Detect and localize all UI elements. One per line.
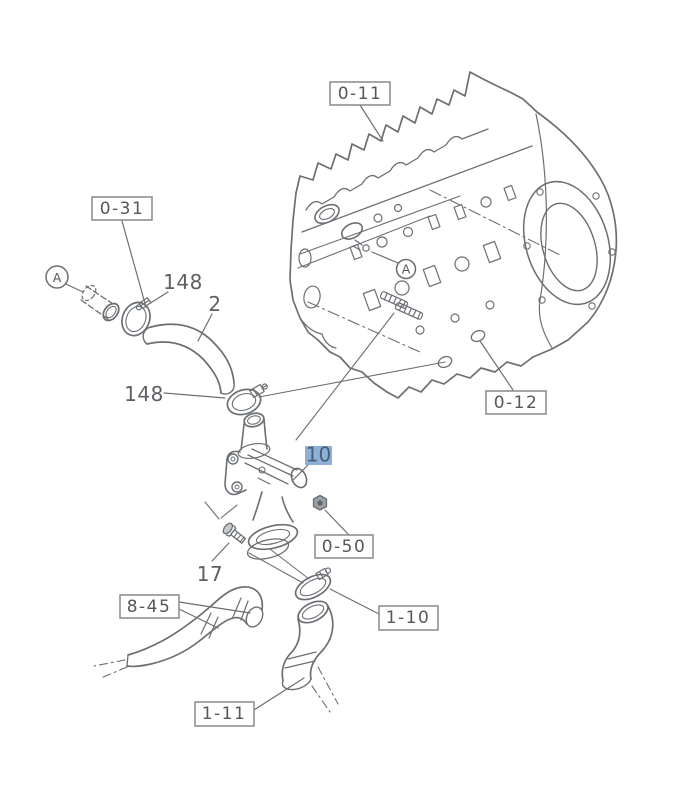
view-marker-a-left-label: A	[53, 270, 62, 285]
engine-block-art	[289, 71, 618, 399]
nut-art	[312, 494, 328, 511]
selected-part-number[interactable]: 10	[305, 443, 332, 467]
ref-box-8-45-label: 8-45	[127, 597, 172, 617]
part-number-bolt[interactable]: 17	[197, 562, 223, 586]
part-numbers: 148 2 148 17 10	[124, 270, 332, 586]
ref-box-0-50-label: 0-50	[322, 537, 367, 557]
bolt-art	[222, 522, 247, 544]
ref-box-1-11[interactable]: 1-11	[194, 701, 255, 727]
assembly-connection-lines	[258, 312, 446, 441]
hose-clamp-lower-art	[248, 548, 332, 601]
hose-clamp-middle-art	[226, 383, 268, 416]
heater-hose-art	[93, 586, 264, 679]
ref-box-8-45[interactable]: 8-45	[119, 594, 180, 619]
view-marker-a-left: A	[45, 265, 69, 289]
part-number-clamp-middle[interactable]: 148	[124, 382, 164, 406]
water-outlet-assembly-art	[204, 412, 308, 560]
selection-highlight	[305, 446, 332, 465]
view-marker-a-left-circle	[45, 265, 69, 289]
ref-box-0-50[interactable]: 0-50	[314, 534, 374, 559]
view-markers: A A	[45, 258, 417, 289]
view-marker-a-engine: A	[395, 258, 417, 280]
ref-box-0-31-label: 0-31	[100, 199, 145, 219]
ref-box-1-10-label: 1-10	[386, 608, 431, 628]
part-number-upper-hose[interactable]: 2	[208, 292, 221, 316]
view-marker-a-engine-circle	[395, 258, 417, 280]
lower-hose-art	[281, 600, 339, 713]
stud-bolts-art	[379, 291, 424, 320]
upper-hose-art	[142, 323, 235, 395]
ref-box-0-12-label: 0-12	[494, 393, 539, 413]
selected-part-number-label: 10	[306, 443, 331, 467]
ref-box-1-11-label: 1-11	[202, 704, 247, 724]
diagram-artwork	[65, 71, 618, 713]
leader-lines	[65, 104, 514, 711]
flywheel-housing-art	[522, 180, 616, 310]
head-bolt-art	[352, 239, 370, 252]
hose-clamp-upper-art	[121, 297, 152, 337]
reference-boxes: 0-11 0-31 0-12 0-50 8-45 1-10 1-11	[91, 81, 547, 727]
view-marker-a-engine-label: A	[402, 262, 411, 277]
ref-box-0-11[interactable]: 0-11	[329, 81, 391, 106]
bypass-pipe-art	[80, 284, 120, 322]
ref-box-0-11-label: 0-11	[338, 84, 383, 104]
ref-box-1-10[interactable]: 1-10	[378, 605, 439, 631]
ref-box-0-12[interactable]: 0-12	[485, 390, 547, 415]
ref-box-0-31[interactable]: 0-31	[91, 196, 153, 221]
part-number-clamp-upper[interactable]: 148	[163, 270, 203, 294]
